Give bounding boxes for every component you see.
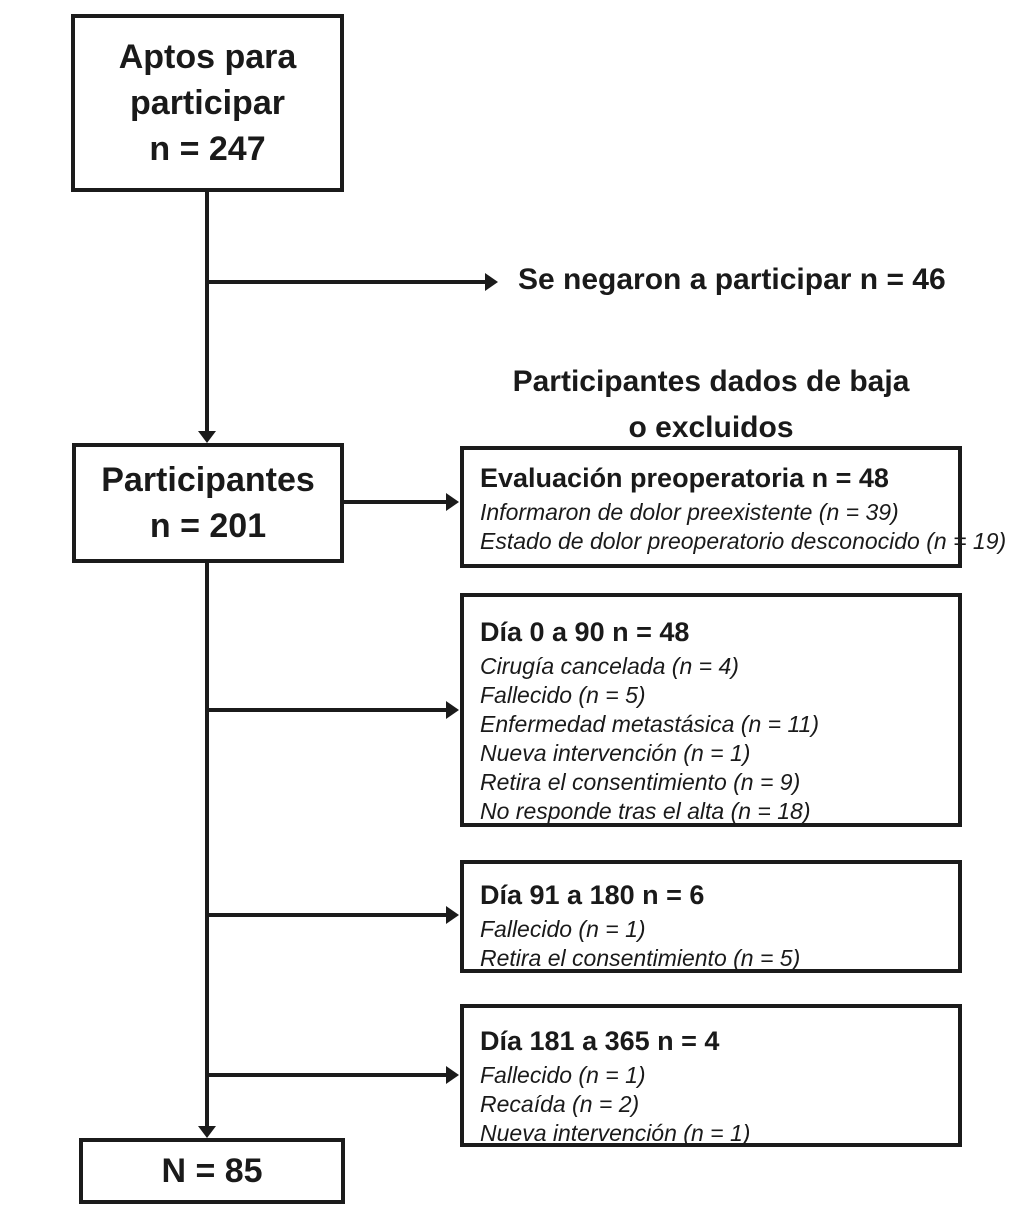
day91-180-exclusion-title: Día 91 a 180 n = 6 [480, 880, 705, 910]
dropout-heading-line: o excluidos [628, 411, 794, 444]
day181-365-exclusion-title: Día 181 a 365 n = 4 [480, 1026, 720, 1056]
refused-label: Se negaron a participar n = 46 [518, 263, 946, 296]
exclusion-item: Estado de dolor preoperatorio desconocid… [480, 528, 1007, 554]
exclusion-item: Enfermedad metastásica (n = 11) [480, 711, 819, 737]
eligible-box-line: participar [130, 84, 285, 122]
eligible-box-count: n = 247 [149, 130, 266, 168]
exclusion-item: Retira el consentimiento (n = 5) [480, 945, 801, 971]
participants-box: Participantes n = 201 [72, 443, 344, 563]
exclusion-item: Recaída (n = 2) [480, 1091, 640, 1117]
preop-exclusion-title: Evaluación preoperatoria n = 48 [480, 463, 889, 493]
day0-90-exclusion-box: Día 0 a 90 n = 48 Cirugía cancelada (n =… [460, 593, 962, 827]
connector-participants-to-final [205, 562, 209, 1127]
day91-180-exclusion-box: Día 91 a 180 n = 6 Fallecido (n = 1) Ret… [460, 860, 962, 973]
connector-to-day181-box [205, 1073, 447, 1077]
day181-365-exclusion-box: Día 181 a 365 n = 4 Fallecido (n = 1) Re… [460, 1004, 962, 1147]
connector-to-preop-box [342, 500, 447, 504]
exclusion-item: Fallecido (n = 5) [480, 682, 646, 708]
arrow-right-icon [446, 1066, 459, 1084]
arrow-right-icon [485, 273, 498, 291]
eligible-box-line: Aptos para [118, 38, 297, 76]
connector-eligible-to-participants [205, 192, 209, 432]
eligible-box: Aptos para participar n = 247 [71, 14, 344, 192]
exclusion-item: No responde tras el alta (n = 18) [480, 798, 811, 824]
arrow-right-icon [446, 906, 459, 924]
exclusion-item: Cirugía cancelada (n = 4) [480, 653, 739, 679]
exclusion-item: Nueva intervención (n = 1) [480, 740, 751, 766]
connector-to-day91-box [205, 913, 447, 917]
connector-refused-branch [205, 280, 486, 284]
arrow-right-icon [446, 701, 459, 719]
arrow-down-icon [198, 1126, 216, 1138]
exclusion-item: Nueva intervención (n = 1) [480, 1120, 751, 1146]
dropout-heading-line: Participantes dados de baja [512, 365, 910, 398]
arrow-down-icon [198, 431, 216, 443]
exclusion-item: Fallecido (n = 1) [480, 1062, 646, 1088]
participants-box-count: n = 201 [149, 507, 267, 545]
dropout-heading: Participantes dados de baja o excluidos [460, 359, 962, 451]
exclusion-item: Informaron de dolor preexistente (n = 39… [480, 499, 899, 525]
connector-to-day0-box [205, 708, 447, 712]
exclusion-item: Retira el consentimiento (n = 9) [480, 769, 801, 795]
participants-box-line: Participantes [101, 461, 315, 499]
preop-exclusion-box: Evaluación preoperatoria n = 48 Informar… [460, 446, 1007, 568]
day0-90-exclusion-title: Día 0 a 90 n = 48 [480, 617, 690, 647]
final-box: N = 85 [79, 1138, 345, 1204]
final-box-count: N = 85 [161, 1152, 263, 1190]
exclusion-item: Fallecido (n = 1) [480, 916, 646, 942]
arrow-right-icon [446, 493, 459, 511]
